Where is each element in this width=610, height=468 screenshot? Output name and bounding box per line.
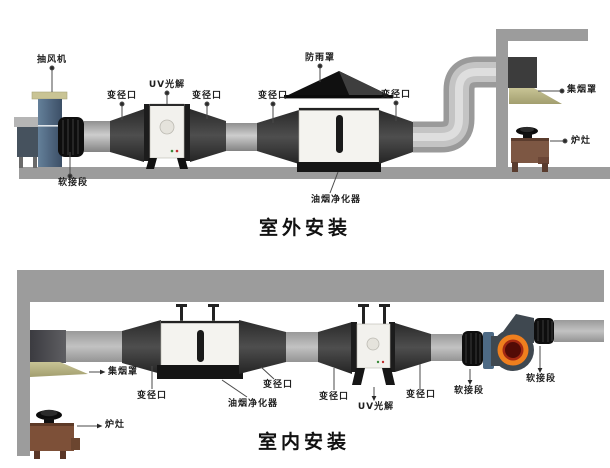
label-purifier: 油烟净化器	[227, 399, 279, 409]
label-uv-unit: UV光解	[148, 80, 186, 90]
duct-dark	[30, 330, 66, 363]
reducer	[395, 323, 431, 372]
duct	[226, 123, 257, 151]
label-exhaust-fan: 抽风机	[36, 55, 68, 65]
label-reducer: 变径口	[318, 392, 350, 402]
label-rain-cover: 防雨罩	[304, 53, 336, 63]
label-reducer: 变径口	[262, 380, 294, 390]
duct	[84, 121, 110, 152]
label-reducer: 变径口	[106, 91, 138, 101]
stove	[30, 409, 80, 459]
scroll-fan	[491, 314, 534, 371]
reducer	[257, 110, 299, 164]
indoor-wall	[17, 270, 30, 456]
outdoor-wall	[496, 29, 508, 179]
reducer	[239, 320, 286, 374]
label-reducer: 变径口	[257, 91, 289, 101]
smoke-hood	[30, 362, 88, 377]
outdoor-title: 室外安装	[258, 217, 352, 239]
uv-unit	[351, 304, 395, 385]
reducer	[110, 109, 144, 162]
label-reducer: 变径口	[191, 91, 223, 101]
stove	[511, 126, 549, 172]
outdoor-floor	[19, 167, 610, 179]
label-purifier: 油烟净化器	[310, 195, 362, 205]
indoor-title: 室内安装	[257, 431, 351, 453]
rain-cover	[284, 71, 393, 99]
label-flex-section: 软接段	[57, 178, 89, 188]
exhaust-fan	[14, 91, 68, 168]
leader-lines-indoor	[77, 346, 543, 429]
label-flex-section: 软接段	[453, 386, 485, 396]
reducer	[379, 110, 413, 164]
label-flex-section: 软接段	[525, 374, 557, 384]
duct	[431, 334, 462, 361]
flex-bellows	[534, 318, 554, 344]
label-smoke-hood: 集烟罩	[108, 367, 139, 377]
wall-duct-box	[508, 57, 537, 88]
label-uv-unit: UV光解	[357, 402, 395, 412]
uv-unit	[144, 103, 190, 169]
duct	[66, 331, 122, 362]
outdoor-panel	[14, 29, 610, 194]
label-reducer: 变径口	[405, 390, 437, 400]
purifier	[157, 304, 243, 379]
label-reducer: 变径口	[136, 391, 168, 401]
reducer	[318, 322, 352, 374]
indoor-panel	[17, 270, 604, 459]
exhaust-pipe	[413, 56, 497, 153]
outdoor-ceiling	[496, 29, 588, 41]
label-reducer: 变径口	[380, 90, 412, 100]
flex-bellows	[462, 331, 483, 366]
reducer	[190, 109, 226, 162]
indoor-ceiling	[17, 270, 604, 302]
duct	[554, 320, 604, 342]
purifier	[297, 107, 381, 172]
label-stove: 炉灶	[571, 136, 592, 146]
smoke-hood	[509, 88, 562, 104]
label-smoke-hood: 集烟罩	[567, 85, 598, 95]
reducer	[122, 320, 161, 374]
leader-lines-outdoor	[49, 63, 568, 194]
label-stove: 炉灶	[105, 420, 126, 430]
duct	[286, 332, 318, 362]
flex-bellows	[58, 117, 84, 157]
